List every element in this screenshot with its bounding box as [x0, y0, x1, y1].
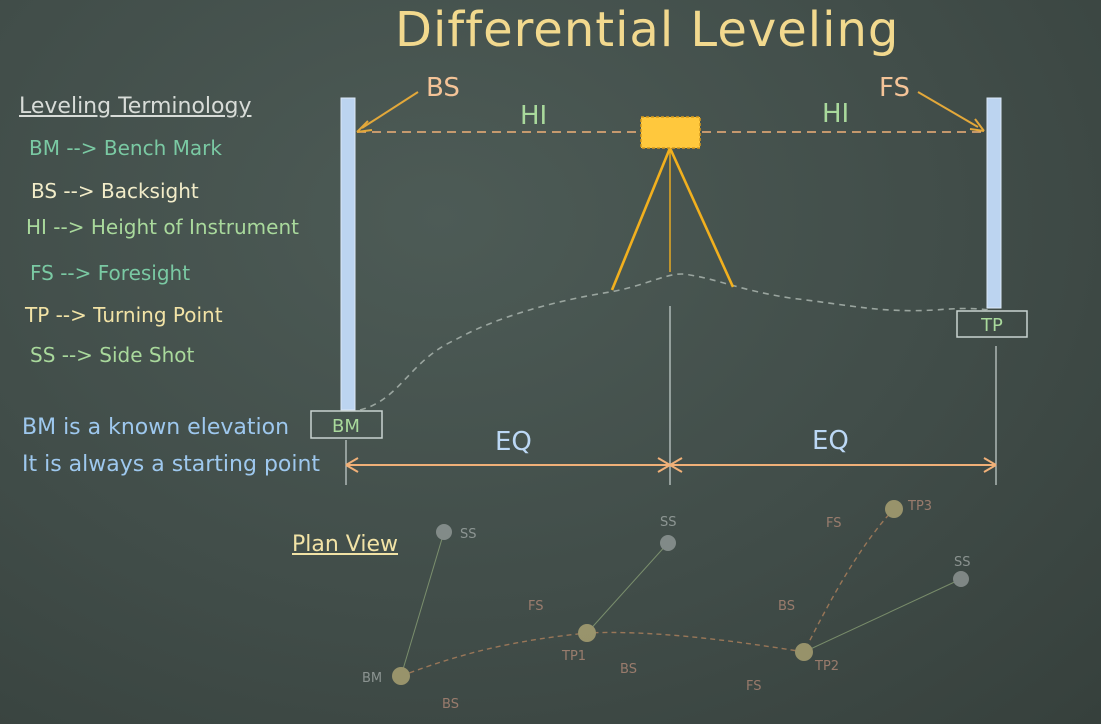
term-item: FS --> Foresight [30, 261, 191, 285]
plan-fs3-label: FS [826, 516, 842, 531]
bs-arrowhead [356, 120, 373, 133]
plan-bs3-label: BS [778, 599, 795, 614]
plan-bm-point [392, 667, 410, 685]
bm-note-line1: BM is a known elevation [22, 415, 290, 440]
plan-ss1-line [400, 531, 445, 677]
plan-ss3-line [803, 578, 962, 653]
plan-tp3-label: TP3 [907, 499, 932, 514]
level-instrument [640, 116, 701, 149]
eq-right-label: EQ [812, 426, 849, 456]
terminology-heading: Leveling Terminology [19, 94, 252, 119]
plan-ss3-point [953, 571, 969, 587]
plan-tp1-point [578, 624, 596, 642]
bs-label: BS [426, 73, 460, 103]
plan-tp2-label: TP2 [814, 659, 839, 674]
page-title: Differential Leveling [395, 2, 900, 58]
plan-traverse-path [400, 508, 895, 677]
plan-tp2-point [795, 643, 813, 661]
plan-view-title: Plan View [292, 532, 399, 557]
left-leveling-rod [340, 97, 356, 411]
plan-ss1-point [436, 524, 452, 540]
eq-left-label: EQ [495, 427, 532, 457]
tp-box [956, 310, 1028, 338]
plan-fs1-label: FS [528, 599, 544, 614]
fs-callout-arrow [917, 91, 979, 128]
fs-arrowhead [969, 118, 985, 132]
plan-ss2-point [660, 535, 676, 551]
plan-fs2-label: FS [746, 679, 762, 694]
bs-callout-arrow [361, 91, 419, 129]
tripod-right-leg [668, 147, 735, 288]
plan-bs2-label: BS [620, 662, 637, 677]
hi-left-label: HI [520, 101, 547, 131]
term-item: BM --> Bench Mark [29, 136, 222, 160]
ground-profile [359, 273, 989, 411]
plan-ss3-label: SS [954, 555, 971, 570]
tripod-left-leg [610, 147, 672, 291]
plan-bs1-label: BS [442, 697, 459, 712]
hi-right-label: HI [822, 99, 849, 129]
term-item: SS --> Side Shot [30, 343, 195, 367]
right-leveling-rod [986, 97, 1002, 309]
term-item: HI --> Height of Instrument [26, 215, 299, 239]
term-item: BS --> Backsight [31, 179, 199, 203]
plan-tp3-point [885, 500, 903, 518]
plan-ss1-label: SS [460, 527, 477, 542]
tp-box-label: TP [980, 315, 1003, 336]
fs-label: FS [879, 73, 910, 103]
term-item: TP --> Turning Point [25, 303, 223, 327]
bm-box-label: BM [332, 416, 360, 437]
plan-tp1-label: TP1 [561, 649, 586, 664]
plan-ss2-line [586, 542, 669, 634]
plan-bm-label: BM [362, 671, 382, 686]
bm-box [310, 410, 383, 439]
plan-ss2-label: SS [660, 515, 677, 530]
bm-note-line2: It is always a starting point [22, 452, 321, 477]
plan-view: SS SS SS FS FS FS BS BS BS TP1 TP2 TP3 B… [362, 499, 971, 712]
dimension-arrowheads [345, 457, 997, 473]
